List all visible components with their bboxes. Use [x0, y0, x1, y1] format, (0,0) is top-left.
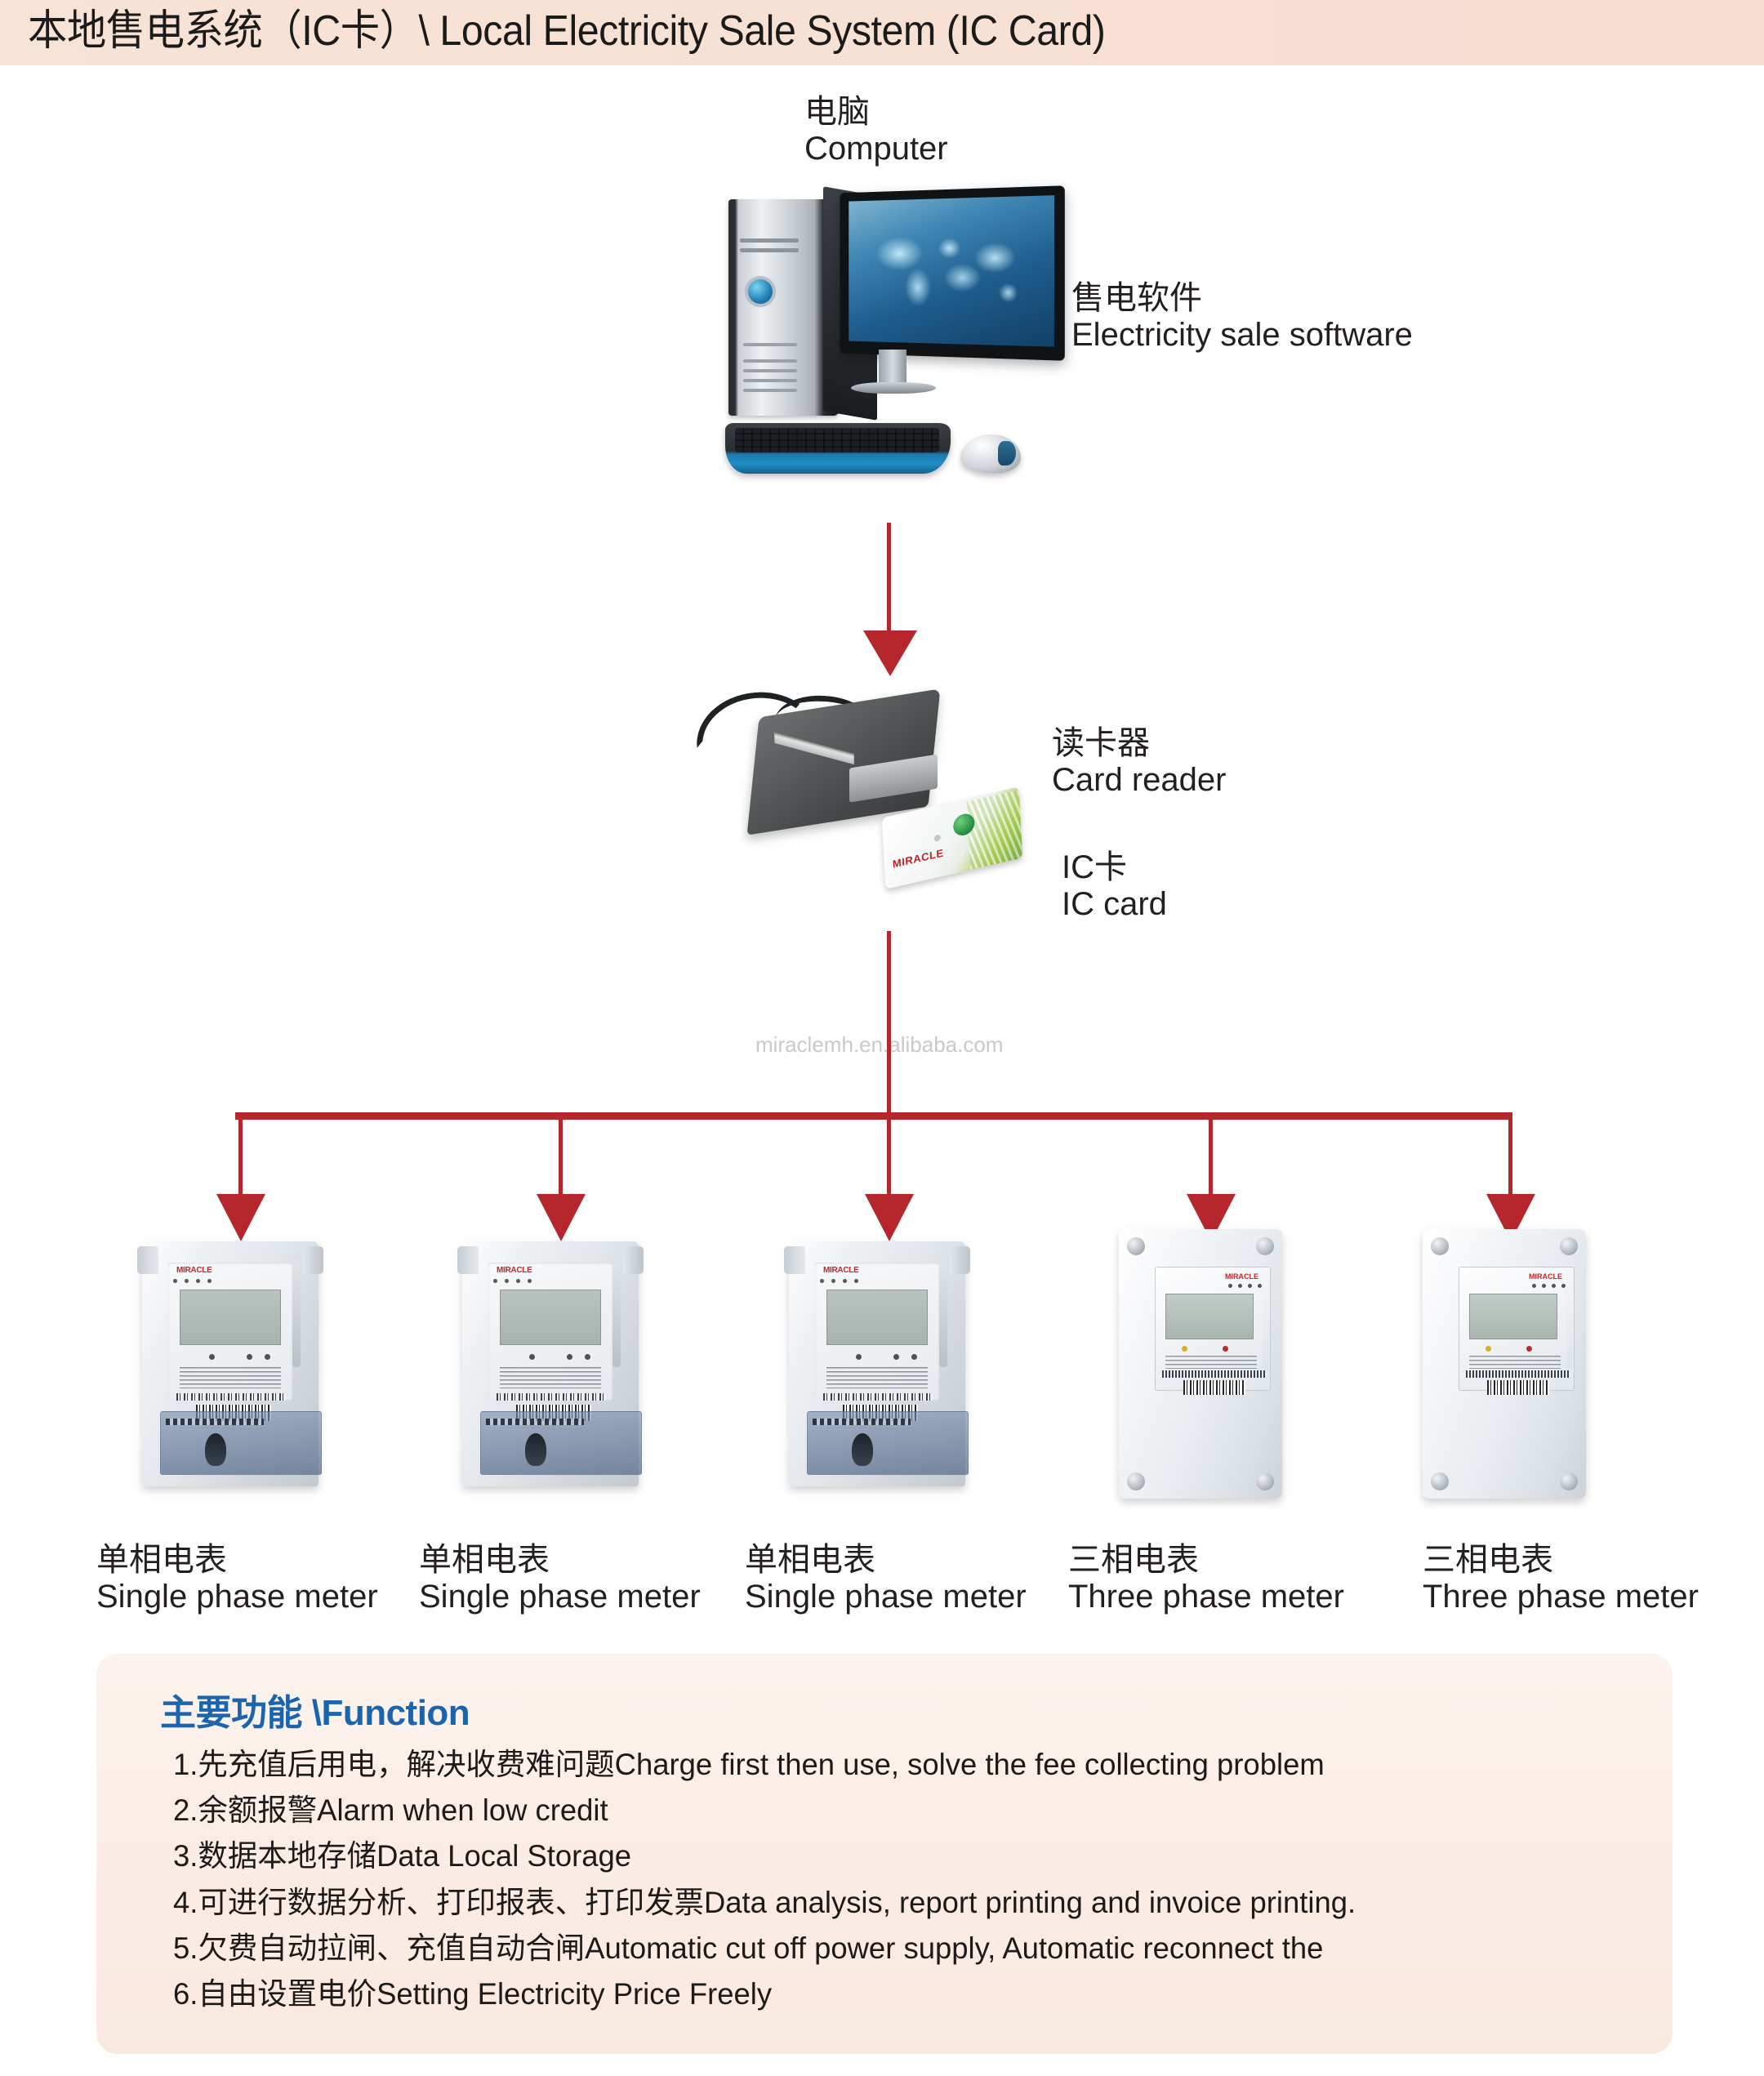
- meter-image-3: MIRACLE: [777, 1235, 982, 1512]
- card-reader-label-cn: 读卡器: [1052, 725, 1226, 762]
- meter-lcd-4: [1165, 1294, 1254, 1339]
- meter-label-5-cn: 三相电表: [1423, 1542, 1699, 1579]
- world-map-wallpaper: [871, 229, 1032, 313]
- meter-label-2-en: Single phase meter: [419, 1579, 701, 1615]
- computer-image: [710, 189, 1062, 508]
- meter-label-2: 单相电表 Single phase meter: [419, 1542, 701, 1615]
- ic-card-brand: MIRACLE: [893, 846, 944, 870]
- ic-card-label: IC卡 IC card: [1062, 849, 1167, 923]
- function-panel: 主要功能 \Function 1.先充值后用电，解决收费难问题Charge fi…: [96, 1654, 1673, 2054]
- meter-label-5-en: Three phase meter: [1423, 1579, 1699, 1615]
- meter-label-3-cn: 单相电表: [745, 1542, 1027, 1579]
- meter-brand-1: MIRACLE: [176, 1266, 212, 1275]
- keyboard-icon: [725, 423, 951, 474]
- meter-barcode-4: [1183, 1380, 1245, 1395]
- card-reader-image: MIRACLE: [678, 686, 1021, 866]
- meter-brand-5: MIRACLE: [1529, 1272, 1562, 1281]
- meter-label-3-en: Single phase meter: [745, 1579, 1027, 1615]
- meter-lcd-3: [826, 1290, 928, 1345]
- ic-card-label-cn: IC卡: [1062, 849, 1167, 886]
- distribution-bus-line: [235, 1112, 1512, 1120]
- software-label: 售电软件 Electricity sale software: [1071, 280, 1413, 354]
- pc-tower-icon: [728, 199, 839, 416]
- meter-lcd-1: [180, 1290, 281, 1345]
- monitor-stand-neck: [879, 350, 906, 384]
- arrow-head-computer-to-reader: [862, 629, 919, 678]
- meter-label-4: 三相电表 Three phase meter: [1068, 1542, 1344, 1615]
- monitor-stand-base: [851, 382, 936, 394]
- monitor-screen: [849, 195, 1054, 347]
- meter-brand-3: MIRACLE: [823, 1266, 858, 1275]
- software-label-en: Electricity sale software: [1071, 317, 1413, 354]
- meter-label-4-en: Three phase meter: [1068, 1579, 1344, 1615]
- monitor-icon: [840, 185, 1064, 361]
- meter-label-1: 单相电表 Single phase meter: [96, 1542, 378, 1615]
- ic-card-label-en: IC card: [1062, 886, 1167, 923]
- function-item: 5.欠费自动拉闸、充值自动合闸Automatic cut off power s…: [173, 1926, 1634, 1971]
- card-reader-label-en: Card reader: [1052, 762, 1226, 799]
- terminal-cover-3: [807, 1411, 969, 1475]
- meter-lcd-2: [500, 1290, 601, 1345]
- meter-label-4-cn: 三相电表: [1068, 1542, 1344, 1579]
- computer-label-en: Computer: [804, 131, 948, 167]
- arrow-shaft-computer-to-reader: [887, 523, 891, 645]
- software-label-cn: 售电软件: [1071, 280, 1413, 317]
- function-item: 3.数据本地存储Data Local Storage: [173, 1833, 1634, 1879]
- meter-image-4: MIRACLE: [1101, 1229, 1305, 1507]
- meter-lcd-5: [1469, 1294, 1557, 1339]
- terminal-cover-2: [480, 1411, 642, 1475]
- watermark-text: miraclemh.en.alibaba.com: [755, 1032, 1003, 1058]
- power-button-icon: [748, 279, 773, 304]
- title-banner: 本地售电系统（IC卡）\ Local Electricity Sale Syst…: [0, 0, 1764, 65]
- meter-image-5: MIRACLE: [1405, 1229, 1609, 1507]
- arrow-shaft-reader-to-bus: [887, 931, 891, 1135]
- page-title: 本地售电系统（IC卡）\ Local Electricity Sale Syst…: [28, 10, 1105, 52]
- function-item: 4.可进行数据分析、打印报表、打印发票Data analysis, report…: [173, 1880, 1634, 1926]
- meter-label-1-en: Single phase meter: [96, 1579, 378, 1615]
- meter-label-5: 三相电表 Three phase meter: [1423, 1542, 1699, 1615]
- meter-barcode-5: [1487, 1380, 1549, 1395]
- function-item: 1.先充值后用电，解决收费难问题Charge first then use, s…: [173, 1742, 1634, 1788]
- function-item: 6.自由设置电价Setting Electricity Price Freely: [173, 1971, 1634, 2017]
- meter-label-3: 单相电表 Single phase meter: [745, 1542, 1027, 1615]
- meter-label-2-cn: 单相电表: [419, 1542, 701, 1579]
- meter-image-2: MIRACLE: [451, 1235, 655, 1512]
- function-item: 2.余额报警Alarm when low credit: [173, 1788, 1634, 1833]
- computer-label-cn: 电脑: [804, 94, 948, 131]
- function-panel-title: 主要功能 \Function: [160, 1683, 470, 1735]
- meter-label-1-cn: 单相电表: [96, 1542, 378, 1579]
- function-list: 1.先充值后用电，解决收费难问题Charge first then use, s…: [173, 1742, 1656, 2017]
- meter-brand-4: MIRACLE: [1225, 1272, 1258, 1281]
- computer-label: 电脑 Computer: [804, 94, 948, 167]
- meter-brand-2: MIRACLE: [497, 1266, 532, 1275]
- terminal-cover-1: [160, 1411, 322, 1475]
- mouse-icon: [960, 434, 1021, 474]
- card-reader-label: 读卡器 Card reader: [1052, 725, 1226, 799]
- meter-image-1: MIRACLE: [131, 1235, 335, 1512]
